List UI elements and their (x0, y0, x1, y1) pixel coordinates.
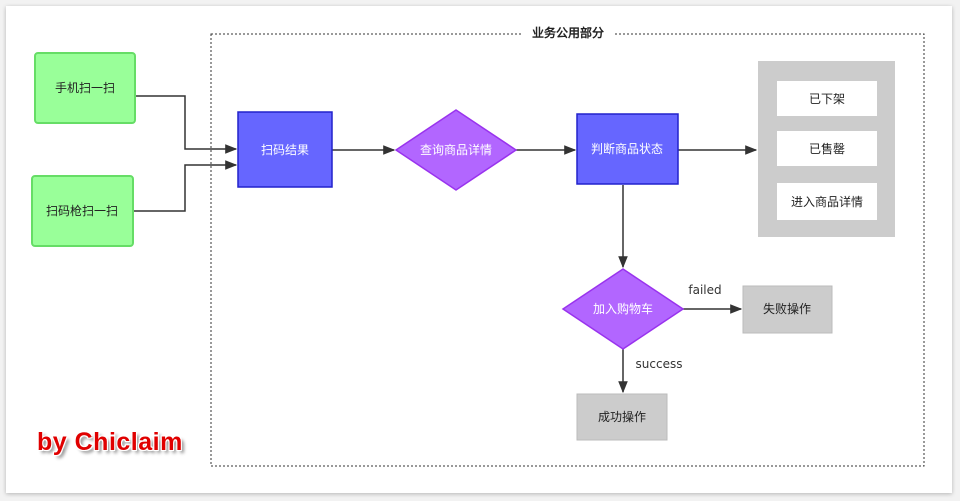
business-region-title: 业务公用部分 (532, 25, 604, 40)
phone-scan-node (34, 52, 136, 124)
gun-scan-label: 扫码枪扫一扫 (46, 203, 118, 218)
success-op-label: 成功操作 (598, 409, 646, 424)
status-item-soldout-box (777, 131, 877, 166)
fail-op-node (742, 285, 833, 334)
edge-gun-to-result (133, 160, 238, 212)
status-item-offshelf-box (777, 81, 877, 116)
add-to-cart-diamond (561, 268, 685, 350)
watermark: by Chiclaim (37, 428, 183, 456)
add-to-cart-label: 加入购物车 (593, 301, 653, 316)
query-detail-label: 查询商品详情 (420, 142, 492, 157)
status-item-soldout: 已售罄 (809, 141, 845, 156)
status-item-offshelf: 已下架 (809, 92, 845, 106)
judge-status-node (576, 113, 679, 185)
failed-edge-label: failed (688, 283, 721, 297)
scan-result-label: 扫码结果 (261, 143, 309, 157)
fail-op-label: 失败操作 (763, 301, 811, 316)
query-detail-diamond (394, 109, 518, 191)
judge-status-label: 判断商品状态 (591, 141, 663, 156)
success-edge-label: success (636, 357, 683, 371)
status-item-detail-box (777, 183, 877, 220)
edge-phone-to-result (135, 95, 238, 154)
status-item-detail: 进入商品详情 (791, 194, 863, 209)
success-op-node (576, 393, 668, 441)
phone-scan-label: 手机扫一扫 (55, 81, 115, 95)
gun-scan-node (31, 175, 134, 247)
scan-result-node (237, 111, 333, 188)
